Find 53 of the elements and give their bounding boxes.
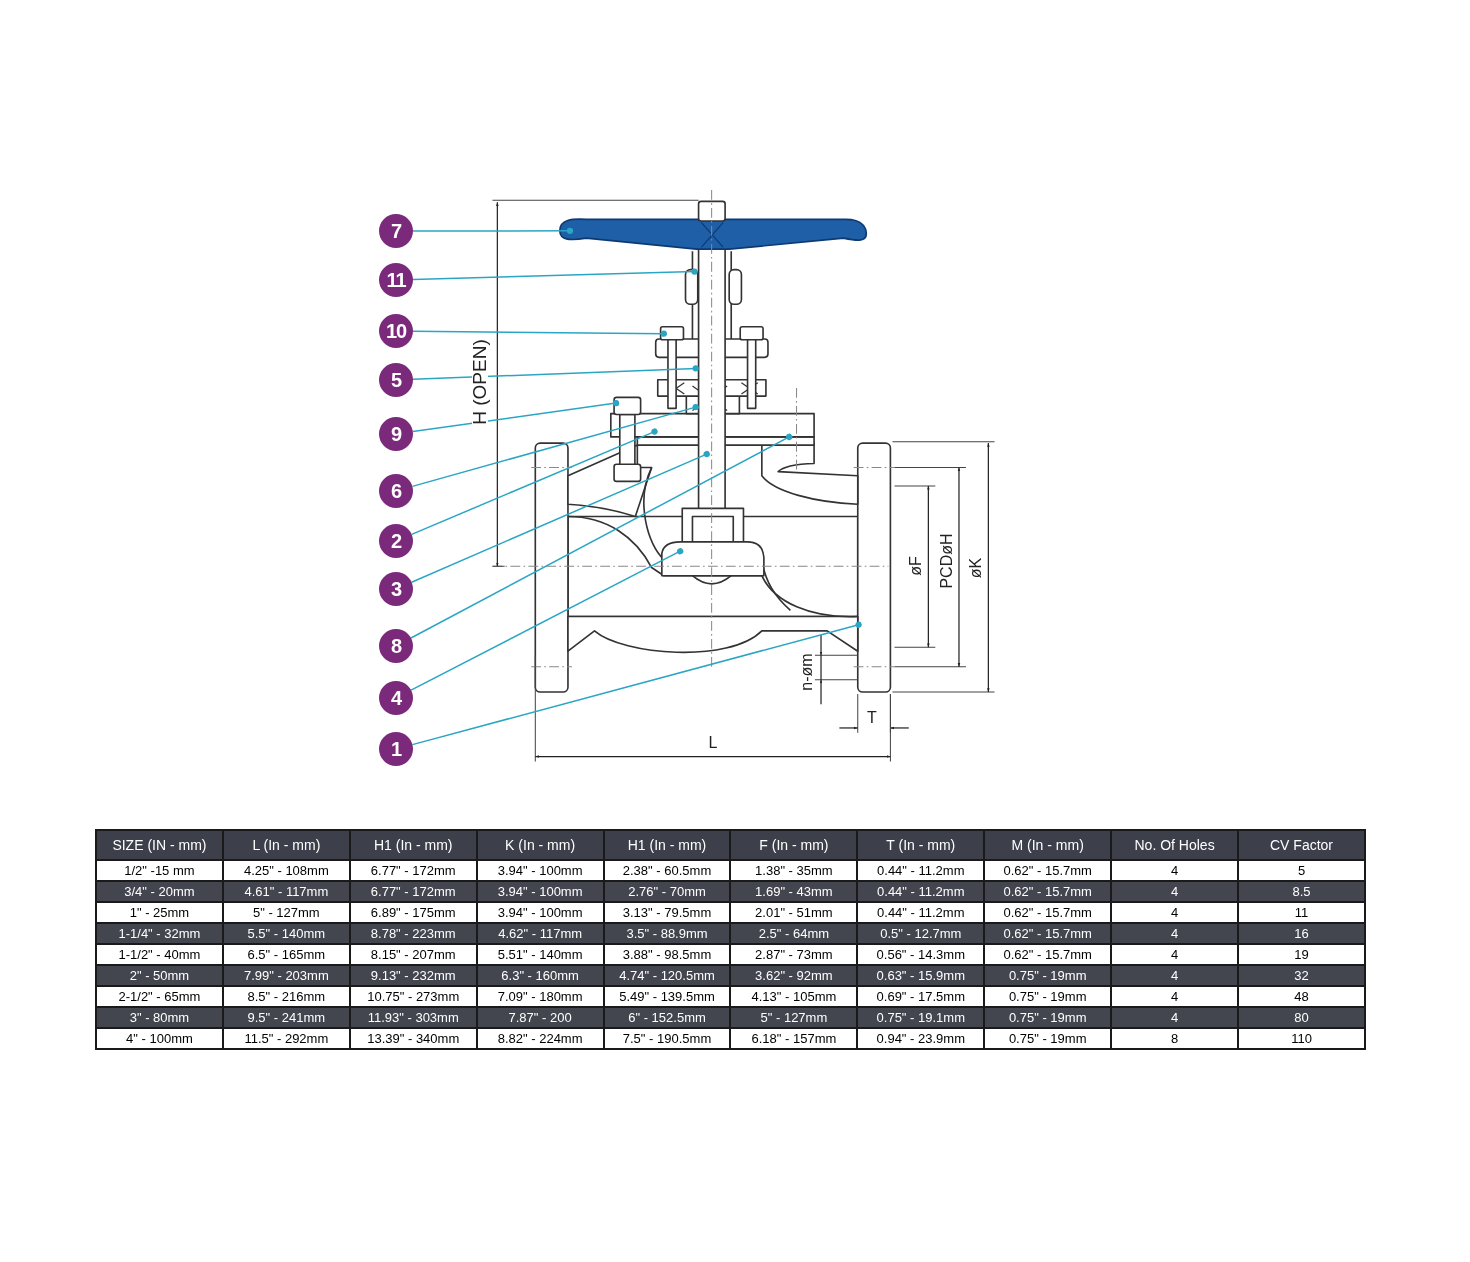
column-header: T (In - mm)	[857, 830, 985, 860]
table-cell: 11.5" - 292mm	[222, 1028, 350, 1049]
callout-number: 10	[379, 314, 413, 348]
leader-line	[412, 330, 668, 337]
table-cell: 6.18" - 157mm	[730, 1028, 858, 1049]
dimension-label: L	[708, 735, 718, 751]
callout-number: 7	[379, 214, 413, 248]
table-cell: 4" - 100mm	[96, 1028, 223, 1049]
table-cell: 2" - 50mm	[96, 965, 223, 986]
leader-line	[411, 621, 862, 746]
column-header: H1 (In - mm)	[603, 830, 731, 860]
column-header: H1 (In - mm)	[349, 830, 477, 860]
table-cell: 1-1/4" - 32mm	[96, 923, 223, 944]
dimension-label: T	[867, 710, 877, 726]
table-cell: 8.82" - 224mm	[476, 1028, 604, 1049]
column-header: F (In - mm)	[730, 830, 858, 860]
leader-line	[410, 433, 793, 639]
leader-line	[411, 403, 699, 488]
dimension-label: n-øm	[799, 653, 815, 691]
leader-line	[410, 428, 658, 536]
callout-number: 11	[379, 263, 413, 297]
table-cell: 3" - 80mm	[96, 1007, 223, 1028]
leader-line	[412, 399, 620, 433]
column-header: K (In - mm)	[476, 830, 604, 860]
leader-line	[412, 227, 574, 234]
table-cell: 0.75" - 19mm	[984, 1028, 1112, 1049]
callout-number: 3	[379, 572, 413, 606]
callout-number: 4	[379, 681, 413, 715]
leader-line	[412, 365, 699, 381]
dimension-label: øK	[968, 557, 984, 579]
callout-number: 8	[379, 629, 413, 663]
table-cell: 8	[1111, 1028, 1238, 1049]
table-cell: 110	[1238, 1028, 1365, 1049]
column-header: CV Factor	[1238, 830, 1365, 860]
callout-number: 1	[379, 732, 413, 766]
table-cell: 3/4" - 20mm	[96, 881, 223, 902]
callout-number: 2	[379, 524, 413, 558]
dimension-label: PCDøH	[939, 533, 955, 589]
callout-number: 6	[379, 474, 413, 508]
dimension-label: øF	[908, 556, 924, 576]
table-cell: 13.39" - 340mm	[349, 1028, 477, 1049]
dimension-label: H (OPEN)	[472, 338, 488, 426]
table-cell: 0.94" - 23.9mm	[857, 1028, 985, 1049]
column-header: SIZE (IN - mm)	[96, 830, 223, 860]
leader-line	[410, 548, 684, 691]
callout-number: 9	[379, 417, 413, 451]
column-header: M (In - mm)	[984, 830, 1112, 860]
column-header: No. Of Holes	[1111, 830, 1238, 860]
table-cell: 7.5" - 190.5mm	[603, 1028, 731, 1049]
callout-number: 5	[379, 363, 413, 397]
column-header: L (In - mm)	[222, 830, 350, 860]
leader-line	[412, 268, 698, 281]
leader-line	[410, 450, 710, 583]
